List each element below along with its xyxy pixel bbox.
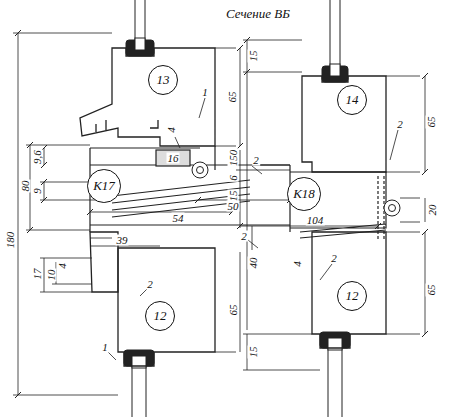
hinge: [389, 205, 396, 212]
dimension-label: 9: [32, 187, 43, 195]
callout-number: К17: [93, 178, 115, 194]
dimension-label: 2: [396, 119, 404, 130]
callout-number: 12: [154, 308, 167, 324]
frame-profile: [112, 180, 250, 217]
sash-profile: [302, 76, 386, 172]
glass-end: [132, 38, 342, 368]
sash-profile: [118, 248, 215, 366]
callout-circle: К17: [87, 169, 121, 203]
callout-circle: К18: [287, 177, 321, 211]
dimension-label: 4: [292, 260, 303, 268]
leader-line: [108, 98, 398, 360]
callout-circle: 14: [337, 85, 367, 115]
sash-profile: [80, 48, 386, 366]
dimension-label: 1: [201, 87, 209, 98]
dimension-label: 15: [248, 346, 259, 359]
callout-number: 12: [346, 288, 359, 304]
hinge: [384, 200, 400, 216]
dimension-label: 1: [101, 342, 109, 353]
callout-number: 14: [346, 92, 359, 108]
hinge: [197, 167, 204, 174]
dimension-line: [26, 145, 90, 230]
dimension-label: 54: [172, 213, 185, 224]
dimension-label: 65: [426, 284, 437, 297]
dimension-label: 65: [227, 91, 238, 104]
dimension-label: 2: [252, 155, 260, 166]
dimension-line: [13, 33, 425, 395]
dimension-line: [40, 258, 92, 292]
dimension-label: 39: [116, 235, 129, 246]
dimension-line: [215, 48, 290, 228]
dimension-label: 20: [427, 204, 438, 217]
callout-number: К18: [293, 186, 315, 202]
dimension-line: [13, 33, 118, 395]
callout-circle: 13: [148, 65, 178, 95]
dimension-label: 4: [166, 126, 177, 134]
seal: [124, 40, 350, 366]
sash-profile: [80, 48, 215, 146]
dimension-label: 40: [248, 257, 259, 270]
dimension-label: 10: [46, 269, 57, 282]
sash-profile: [96, 120, 158, 132]
dimension-label: 150: [228, 149, 239, 168]
dimension-label: 2: [330, 253, 338, 264]
dimension-label: 9,6: [32, 149, 43, 165]
dimension-line: [386, 76, 425, 334]
dimension-label: 2: [146, 279, 154, 290]
leader-line: [108, 98, 398, 360]
glass-end: [330, 64, 340, 76]
sash-profile: [312, 232, 386, 348]
dimension-label: 80: [20, 180, 31, 193]
dimension-label: 16: [167, 153, 180, 164]
dimension-tick: [15, 30, 428, 398]
frame-profile: [156, 150, 190, 166]
sash-profile: [90, 232, 118, 292]
callout-circle: 12: [337, 281, 367, 311]
dimension-label: 17: [32, 268, 43, 281]
dimension-tick: [15, 30, 428, 398]
dimension-label: 6: [228, 174, 239, 182]
glass-pane: [132, 0, 342, 417]
dimension-label: 4: [57, 262, 68, 270]
dimension-line: [90, 200, 378, 246]
callout-number: 13: [157, 72, 170, 88]
callout-circle: 12: [145, 301, 175, 331]
hinge: [192, 162, 400, 216]
dimension-line: [215, 252, 320, 370]
dimension-label: 50: [227, 201, 240, 212]
hinge: [192, 162, 208, 178]
frame-profile: [378, 176, 384, 240]
dimension-label: 65: [228, 304, 239, 317]
glass-pane: [132, 0, 342, 417]
glass-end: [135, 38, 145, 50]
dimension-label: 2: [240, 231, 248, 242]
dimension-label: 65: [426, 116, 437, 129]
section-title: Сечение ВБ: [224, 7, 292, 20]
dimension-label: 180: [5, 231, 16, 250]
dimension-label: 15: [248, 50, 259, 63]
dimension-label: 104: [306, 215, 325, 226]
